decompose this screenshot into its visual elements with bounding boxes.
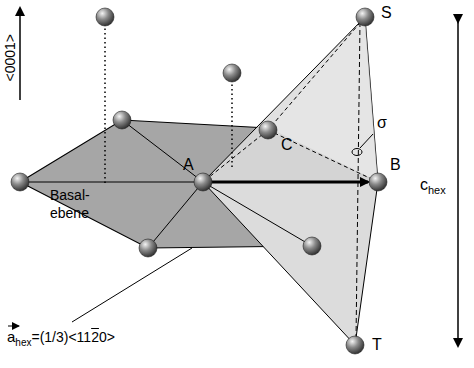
label-group: chex bbox=[420, 176, 446, 196]
atom-label: S bbox=[381, 4, 392, 21]
atom-label: C bbox=[281, 136, 293, 153]
pyramid-face bbox=[203, 17, 378, 182]
plane-symbol: σ bbox=[377, 114, 387, 131]
dimension-subscript: hex bbox=[428, 184, 446, 196]
miller-index: 2 bbox=[91, 329, 99, 345]
direction-label: <0001> bbox=[2, 34, 18, 82]
vector-definition: 0> bbox=[99, 329, 115, 345]
dimension-label: c bbox=[420, 176, 428, 193]
label-group: T bbox=[372, 336, 382, 354]
vector-definition: =(1/3)<11 bbox=[31, 329, 91, 345]
label-group: Basal- ebene bbox=[50, 186, 100, 221]
pyramid-face bbox=[268, 17, 378, 182]
atom-label: A bbox=[183, 156, 194, 173]
lattice-vector bbox=[203, 181, 368, 184]
label-group: C bbox=[281, 136, 293, 154]
label-group: ahex=(1/3)<1120> bbox=[7, 328, 115, 348]
label-group: σ bbox=[377, 114, 387, 132]
plane-label: Basal- ebene bbox=[50, 187, 90, 221]
vector-symbol: a bbox=[7, 328, 15, 345]
vector-subscript: hex bbox=[15, 337, 31, 348]
atom-label: B bbox=[390, 156, 401, 173]
atoms bbox=[11, 8, 387, 354]
pyramid-face bbox=[203, 182, 378, 345]
label-group: <0001> bbox=[1, 34, 19, 82]
label-group: S bbox=[381, 4, 392, 22]
label-group: B bbox=[390, 156, 401, 174]
atom-label: T bbox=[372, 336, 382, 353]
label-group: A bbox=[183, 156, 194, 174]
